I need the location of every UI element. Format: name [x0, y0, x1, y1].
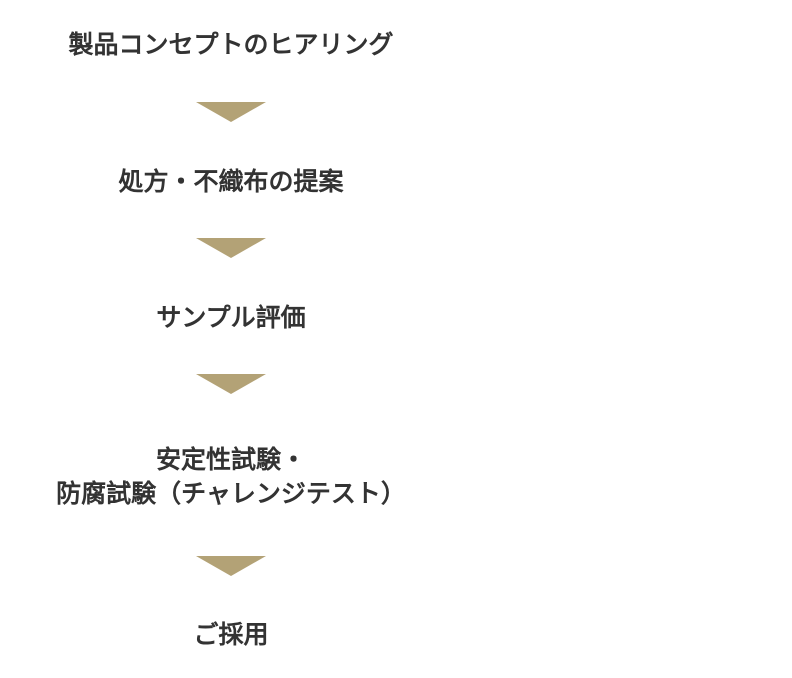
down-triangle-icon — [196, 102, 266, 122]
step-product-concept-hearing: 製品コンセプトのヒアリング — [0, 28, 462, 62]
step-label: 処方・不織布の提案 — [118, 167, 344, 196]
down-triangle-icon — [196, 238, 266, 258]
step-label: 製品コンセプトのヒアリング — [68, 30, 394, 59]
step-sample-evaluation: サンプル評価 — [0, 301, 462, 335]
down-triangle-icon — [196, 374, 266, 394]
step-adoption: ご採用 — [0, 618, 462, 652]
step-label-line-2: 防腐試験（チャレンジテスト） — [56, 479, 406, 508]
step-label: ご採用 — [193, 620, 269, 649]
step-formulation-proposal: 処方・不織布の提案 — [0, 165, 462, 199]
step-label-line-1: 安定性試験・ — [155, 445, 306, 474]
step-label: サンプル評価 — [156, 303, 306, 332]
step-stability-preservative-test: 安定性試験・ 防腐試験（チャレンジテスト） — [0, 443, 462, 511]
down-triangle-icon — [196, 556, 266, 576]
